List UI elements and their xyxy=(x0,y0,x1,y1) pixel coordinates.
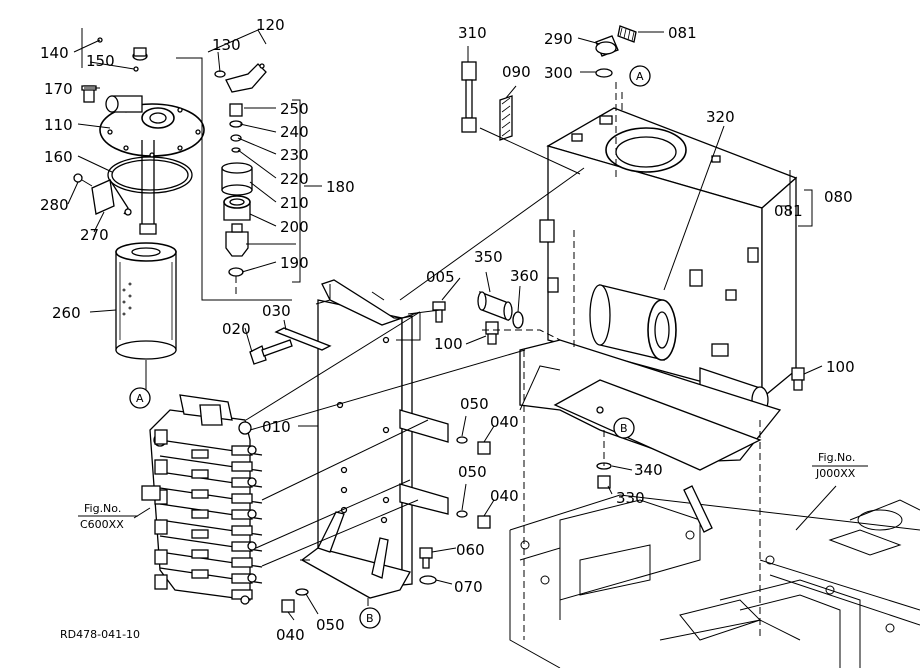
part-label: 040 xyxy=(276,626,305,644)
part-label: 310 xyxy=(458,24,487,42)
marker-label: B xyxy=(620,422,628,435)
part-label: 070 xyxy=(454,578,483,596)
part-label: 260 xyxy=(52,304,81,322)
part-label: 240 xyxy=(280,123,309,141)
part-label: 270 xyxy=(80,226,109,244)
part-label: 170 xyxy=(44,80,73,98)
reference-markers xyxy=(129,65,651,629)
part-label: 350 xyxy=(474,248,503,266)
part-label: 220 xyxy=(280,170,309,188)
small-parts xyxy=(249,25,805,613)
filter-mesh xyxy=(122,282,132,316)
part-label: 190 xyxy=(280,254,309,272)
part-label: 030 xyxy=(262,302,291,320)
control-valve xyxy=(141,394,263,605)
part-label: 110 xyxy=(44,116,73,134)
machine-frame xyxy=(509,485,920,668)
part-label: 050 xyxy=(458,463,487,481)
part-label: 040 xyxy=(490,487,519,505)
part-label: 340 xyxy=(634,461,663,479)
part-label: 210 xyxy=(280,194,309,212)
fig-heading: Fig.No. xyxy=(84,502,121,515)
part-label: 300 xyxy=(544,64,573,82)
marker-label: A xyxy=(136,392,144,405)
part-label: 100 xyxy=(826,358,855,376)
marker-labels: A A B B xyxy=(136,70,644,625)
part-label: 050 xyxy=(460,395,489,413)
part-label: 360 xyxy=(510,267,539,285)
part-label: 081 xyxy=(668,24,697,42)
part-label: 020 xyxy=(222,320,251,338)
part-label: 330 xyxy=(616,489,645,507)
part-label: 040 xyxy=(490,413,519,431)
valve-spools xyxy=(141,429,263,605)
part-label: 150 xyxy=(86,52,115,70)
part-label: 130 xyxy=(212,36,241,54)
mounting-bracket xyxy=(300,279,449,599)
part-label: 050 xyxy=(316,616,345,634)
part-label: 320 xyxy=(706,108,735,126)
marker-label: B xyxy=(366,612,374,625)
figure-reference-j000: Fig.No. J000XX xyxy=(812,451,868,480)
hydraulic-tank xyxy=(519,107,798,471)
drawing-code: RD478-041-10 xyxy=(60,628,140,641)
fig-code: C600XX xyxy=(80,518,124,531)
part-label: 010 xyxy=(262,418,291,436)
part-label: 230 xyxy=(280,146,309,164)
breather-valve-stack xyxy=(221,103,253,277)
fig-heading: Fig.No. xyxy=(818,451,855,464)
filter-assembly xyxy=(73,37,267,360)
fig-code: J000XX xyxy=(815,467,856,480)
part-label: 090 xyxy=(502,63,531,81)
part-label: 120 xyxy=(256,16,285,34)
part-label: 290 xyxy=(544,30,573,48)
leader-lines xyxy=(67,28,837,640)
part-label: 280 xyxy=(40,196,69,214)
part-label: 100 xyxy=(434,335,463,353)
marker-label: A xyxy=(636,70,644,83)
figure-reference-c600: Fig.No. C600XX xyxy=(78,502,138,531)
part-label: 005 xyxy=(426,268,455,286)
part-label: 200 xyxy=(280,218,309,236)
part-label: 081 xyxy=(774,202,803,220)
part-label: 250 xyxy=(280,100,309,118)
part-label: 080 xyxy=(824,188,853,206)
part-label: 160 xyxy=(44,148,73,166)
part-label: 180 xyxy=(326,178,355,196)
part-label: 060 xyxy=(456,541,485,559)
part-label: 140 xyxy=(40,44,69,62)
part-labels: 010 020 030 040 040 040 050 050 050 060 … xyxy=(40,16,855,644)
